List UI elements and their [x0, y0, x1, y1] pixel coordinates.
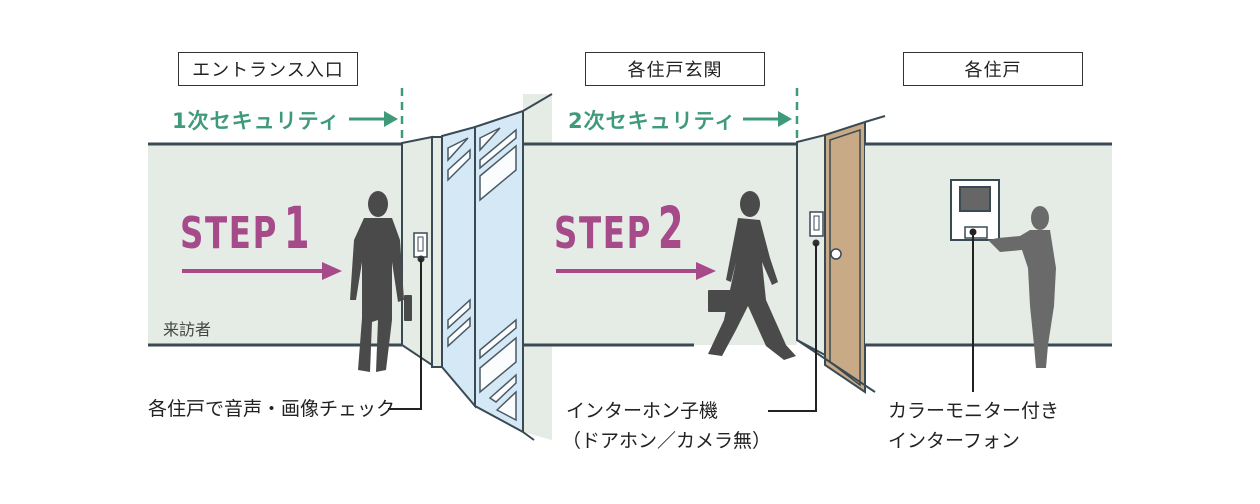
step-number: 1 [284, 194, 310, 262]
leader-lines [388, 232, 974, 412]
security-boundary-lines [400, 88, 799, 143]
woman-icon [988, 206, 1056, 368]
zone-label-entrance: エントランス入口 [178, 52, 358, 86]
wall-right [865, 142, 1112, 347]
step-word: STEP [554, 208, 653, 259]
door-side-wall [796, 115, 886, 394]
step-number: 2 [658, 194, 684, 262]
zone-label-text: エントランス入口 [192, 60, 344, 81]
caption-unit-line1: カラーモニター付き [888, 400, 1060, 422]
step-2-label: STEP 2 [554, 194, 683, 262]
security-label-1: 1次セキュリティ [172, 109, 341, 133]
zone-label-unit: 各住戸 [903, 52, 1083, 86]
caption-entrance: 各住戸で音声・画像チェック [148, 398, 396, 420]
zone-label-text: 各住戸 [964, 60, 1022, 81]
visitor-label: 来訪者 [163, 320, 212, 339]
step-1-label: STEP 1 [180, 194, 309, 262]
zone-label-door: 各住戸玄関 [585, 52, 765, 86]
zone-label-text: 各住戸玄関 [627, 60, 723, 81]
intercom-icon [413, 232, 428, 263]
person-walking-icon [708, 191, 796, 360]
door-intercom-icon [809, 211, 824, 247]
step-word: STEP [180, 208, 279, 259]
monitor-intercom-icon [950, 179, 1000, 241]
step-arrow-icon [182, 262, 716, 280]
arrow-right-icon [349, 111, 792, 127]
caption-door-line2: （ドアホン／カメラ無） [562, 430, 772, 452]
person-standing-icon [350, 191, 412, 372]
caption-door-line1: インターホン子機 [566, 400, 719, 422]
glass-door-icon [441, 93, 553, 441]
caption-unit-line2: インターフォン [888, 430, 1020, 452]
security-label-2: 2次セキュリティ [568, 109, 737, 133]
